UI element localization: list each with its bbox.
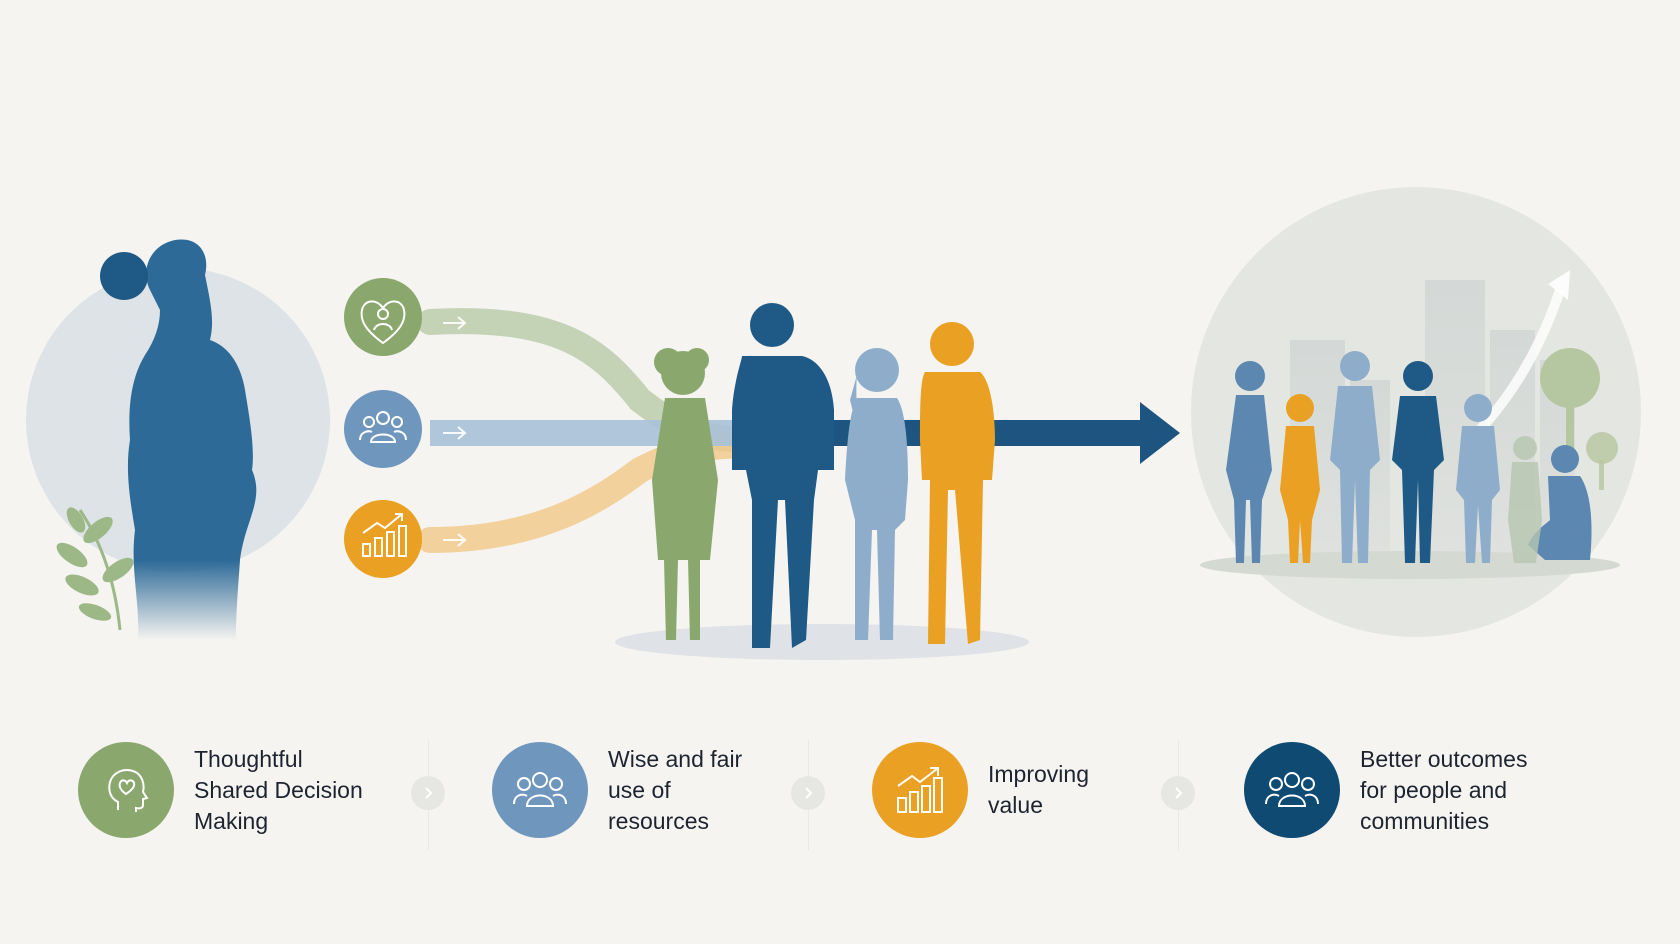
person-navy-man	[732, 303, 834, 648]
legend-label: Improving value	[988, 759, 1089, 821]
stream-arrow-3	[443, 533, 467, 547]
legend-item-outcomes: Better outcomes for people and communiti…	[1244, 740, 1527, 840]
woman-hair-bun	[100, 252, 148, 300]
heart-person-icon	[360, 300, 406, 345]
legend-label-line: Improving	[988, 761, 1089, 787]
legend-label-line: Shared Decision	[194, 776, 363, 803]
legend-label-line: Making	[194, 807, 269, 834]
legend-label: Better outcomes for people and communiti…	[1360, 744, 1527, 837]
center-people-group	[615, 303, 1029, 660]
legend-icon-circle	[1244, 742, 1340, 838]
chevron-right-icon	[805, 787, 813, 799]
head-heart-icon	[108, 769, 149, 812]
woman-hand	[200, 335, 239, 409]
legend-icon-circle	[492, 742, 588, 838]
top-icon-chart	[344, 500, 422, 578]
community-person-2	[1280, 394, 1320, 563]
main-arrow-head	[1140, 402, 1180, 464]
legend-item-shared-decision: Thoughtful Shared Decision Making	[78, 740, 363, 840]
community-person-seated	[1528, 445, 1592, 560]
tree-right	[1540, 348, 1618, 490]
top-icon-heart-circle	[344, 278, 422, 356]
legend-item-resources: Wise and fair use of resources	[492, 740, 742, 840]
leaf-plant	[56, 507, 134, 631]
bar-chart-arrow-icon-small	[362, 513, 407, 557]
legend-item-value: Improving value	[872, 740, 1089, 840]
thinking-woman-figure	[26, 239, 330, 640]
chevron-right-icon	[425, 787, 433, 799]
community-person-5	[1456, 394, 1500, 563]
legend-icon-circle	[872, 742, 968, 838]
top-icon-group-circle	[344, 390, 422, 468]
top-icon-heart	[344, 278, 422, 356]
legend-label-line: resources	[608, 807, 709, 834]
growth-arrow-head	[1548, 270, 1570, 300]
legend-label-line: value	[988, 792, 1043, 818]
stream-arrow-1	[443, 316, 467, 330]
community-people	[1226, 351, 1592, 563]
community-person-1	[1226, 361, 1272, 563]
growth-arrow	[1466, 288, 1565, 444]
chevron-right-icon	[1175, 787, 1183, 799]
person-green-woman	[652, 348, 718, 640]
person-orange-man	[920, 322, 995, 644]
legend-label-line: use of	[608, 776, 671, 803]
legend-label-line: Wise and fair	[608, 745, 743, 772]
legend-label: Wise and fair use of resources	[608, 744, 742, 837]
legend-label-line: Thoughtful	[194, 745, 303, 772]
center-ground-shadow	[615, 624, 1029, 660]
legend-label-line: Better outcomes	[1360, 745, 1528, 772]
legend-separator-chevron	[791, 776, 825, 810]
community-scene	[1191, 187, 1641, 637]
legend-label-line: communities	[1360, 807, 1490, 834]
stream-arrow-2	[443, 426, 467, 440]
legend-label: Thoughtful Shared Decision Making	[194, 744, 363, 837]
legend-separator-chevron	[411, 776, 445, 810]
woman-silhouette	[127, 239, 257, 640]
group-icon-small	[359, 411, 407, 443]
legend-separator-chevron	[1161, 776, 1195, 810]
community-person-3	[1330, 351, 1380, 563]
group-icon	[513, 772, 567, 807]
community-person-faded	[1508, 436, 1542, 563]
community-person-4	[1392, 361, 1444, 563]
group-icon	[1265, 772, 1319, 807]
bar-chart-arrow-icon	[897, 767, 943, 813]
top-icon-group	[344, 390, 422, 468]
person-lightblue-woman	[845, 348, 908, 640]
legend-label-line: for people and	[1360, 776, 1508, 803]
legend-icon-circle	[78, 742, 174, 838]
